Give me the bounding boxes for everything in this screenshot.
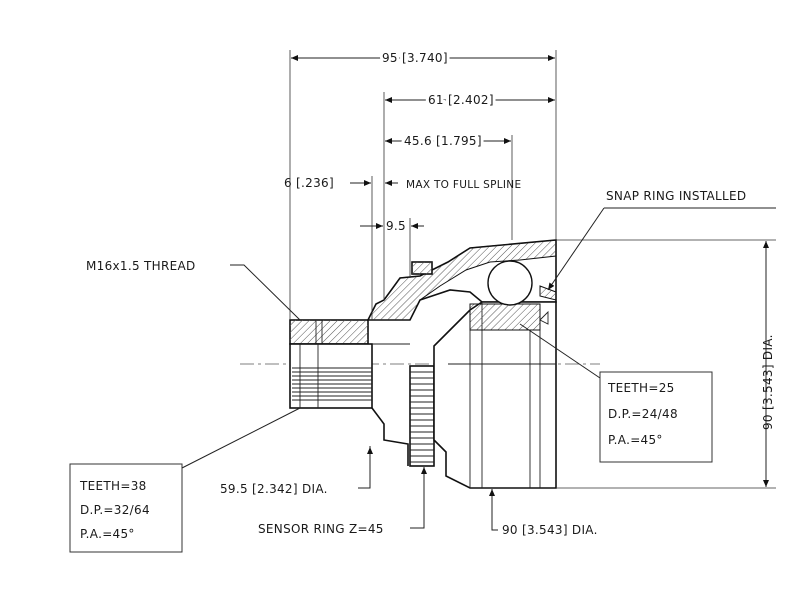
outer-bell [433, 301, 557, 489]
outer-spline-leader [181, 407, 301, 469]
sensor-ring [409, 365, 435, 467]
dim-label-95: 95 [3.740] [382, 51, 448, 65]
thread-callout: M16x1.5 THREAD [86, 259, 196, 273]
neck-hatch [367, 239, 557, 321]
sensor-ring-teeth [410, 371, 434, 463]
cv-joint-body [289, 239, 557, 489]
inner-race [469, 303, 541, 331]
inner-spline-teeth: TEETH=25 [607, 381, 675, 395]
inner-spline-pa: P.A.=45° [608, 433, 663, 447]
outer-spline-dp: D.P.=32/64 [80, 503, 150, 517]
outer-spline-teeth: TEETH=38 [79, 479, 147, 493]
outer-spline-spec-box: TEETH=38 D.P.=32/64 P.A.=45° [69, 463, 183, 553]
dim-label-6: 6 [.236] [284, 176, 334, 190]
dim-label-90-bottom: 90 [3.543] DIA. [502, 523, 598, 537]
ball [487, 260, 533, 306]
sensor-ring-callout: SENSOR RING Z=45 [258, 522, 384, 536]
outer-spline-pa: P.A.=45° [80, 527, 135, 541]
max-to-full-spline-label: MAX TO FULL SPLINE [406, 179, 521, 191]
inner-spline-spec-box: TEETH=25 D.P.=24/48 P.A.=45° [599, 371, 713, 463]
dim-label-59-dia: 59.5 [2.342] DIA. [220, 482, 328, 496]
dim-label-9: 9.5 [386, 219, 406, 233]
dim-label-45: 45.6 [1.795] [404, 134, 482, 148]
inner-spline-dp: D.P.=24/48 [608, 407, 678, 421]
thread-leader [230, 264, 301, 321]
snap-ring-callout: SNAP RING INSTALLED [606, 189, 746, 203]
snap-ring [539, 285, 557, 301]
threaded-stub-hatch [290, 320, 368, 344]
dim-label-61: 61 [2.402] [428, 93, 494, 107]
dim-label-90-right: 90 [3.543] DIA. [761, 334, 775, 430]
spline-lines [292, 367, 372, 401]
inner-spline-leader [519, 323, 601, 379]
